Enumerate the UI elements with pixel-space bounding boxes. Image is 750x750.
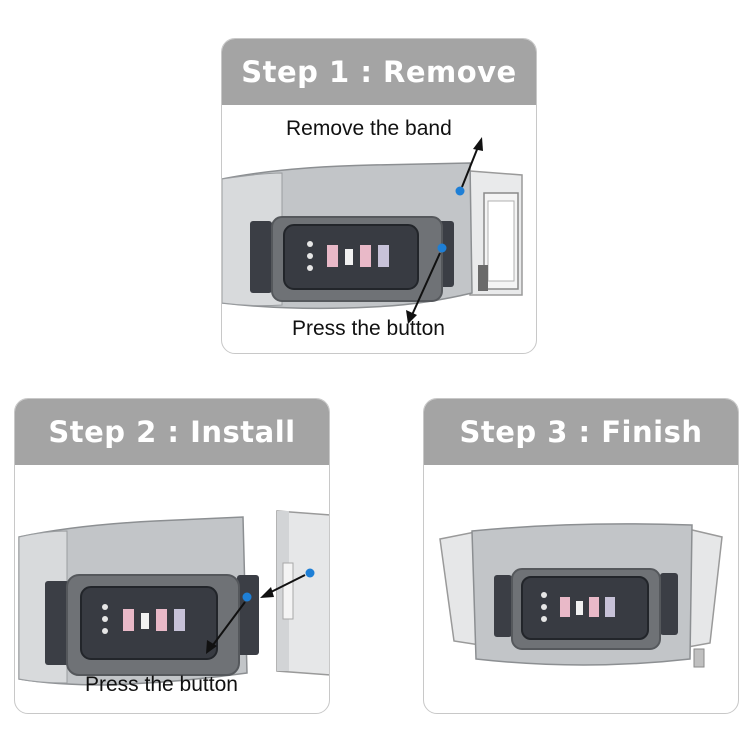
step-2-card: Step 2 : Install	[14, 398, 330, 714]
step-2-header: Step 2 : Install	[15, 399, 329, 465]
tracker-body	[222, 162, 473, 310]
step-3-body	[424, 465, 738, 713]
button-dot	[437, 243, 447, 253]
step-3-illustration	[439, 523, 723, 668]
step-1-card: Step 1 : Remove Remove the band	[221, 38, 537, 354]
press-button-label-2: Press the button	[85, 673, 238, 696]
button-dot	[242, 592, 252, 602]
arrow-left-icon	[260, 587, 274, 598]
step-3-header: Step 3 : Finish	[424, 399, 738, 465]
step-1-title: Step 1 : Remove	[241, 55, 517, 89]
band-end	[276, 510, 329, 676]
step-3-title: Step 3 : Finish	[459, 415, 703, 449]
tracker-body	[18, 516, 259, 686]
step-2-illustration	[18, 510, 329, 686]
band-connector-dot	[305, 568, 315, 578]
band-clasp	[469, 170, 523, 296]
step-3-card: Step 3 : Finish	[423, 398, 739, 714]
step-1-illustration	[222, 137, 523, 324]
arrow-down-icon	[206, 640, 217, 654]
remove-band-label: Remove the band	[286, 117, 452, 140]
step-1-header: Step 1 : Remove	[222, 39, 536, 105]
arrow-down-icon	[406, 310, 417, 324]
step-1-body: Remove the band	[222, 105, 536, 353]
band-release-dot	[455, 186, 465, 196]
assembled-tracker	[439, 523, 723, 668]
arrow-up-icon	[473, 137, 483, 151]
press-button-label-1: Press the button	[292, 317, 445, 340]
step-2-body: Press the button	[15, 465, 329, 713]
step-2-title: Step 2 : Install	[48, 415, 296, 449]
